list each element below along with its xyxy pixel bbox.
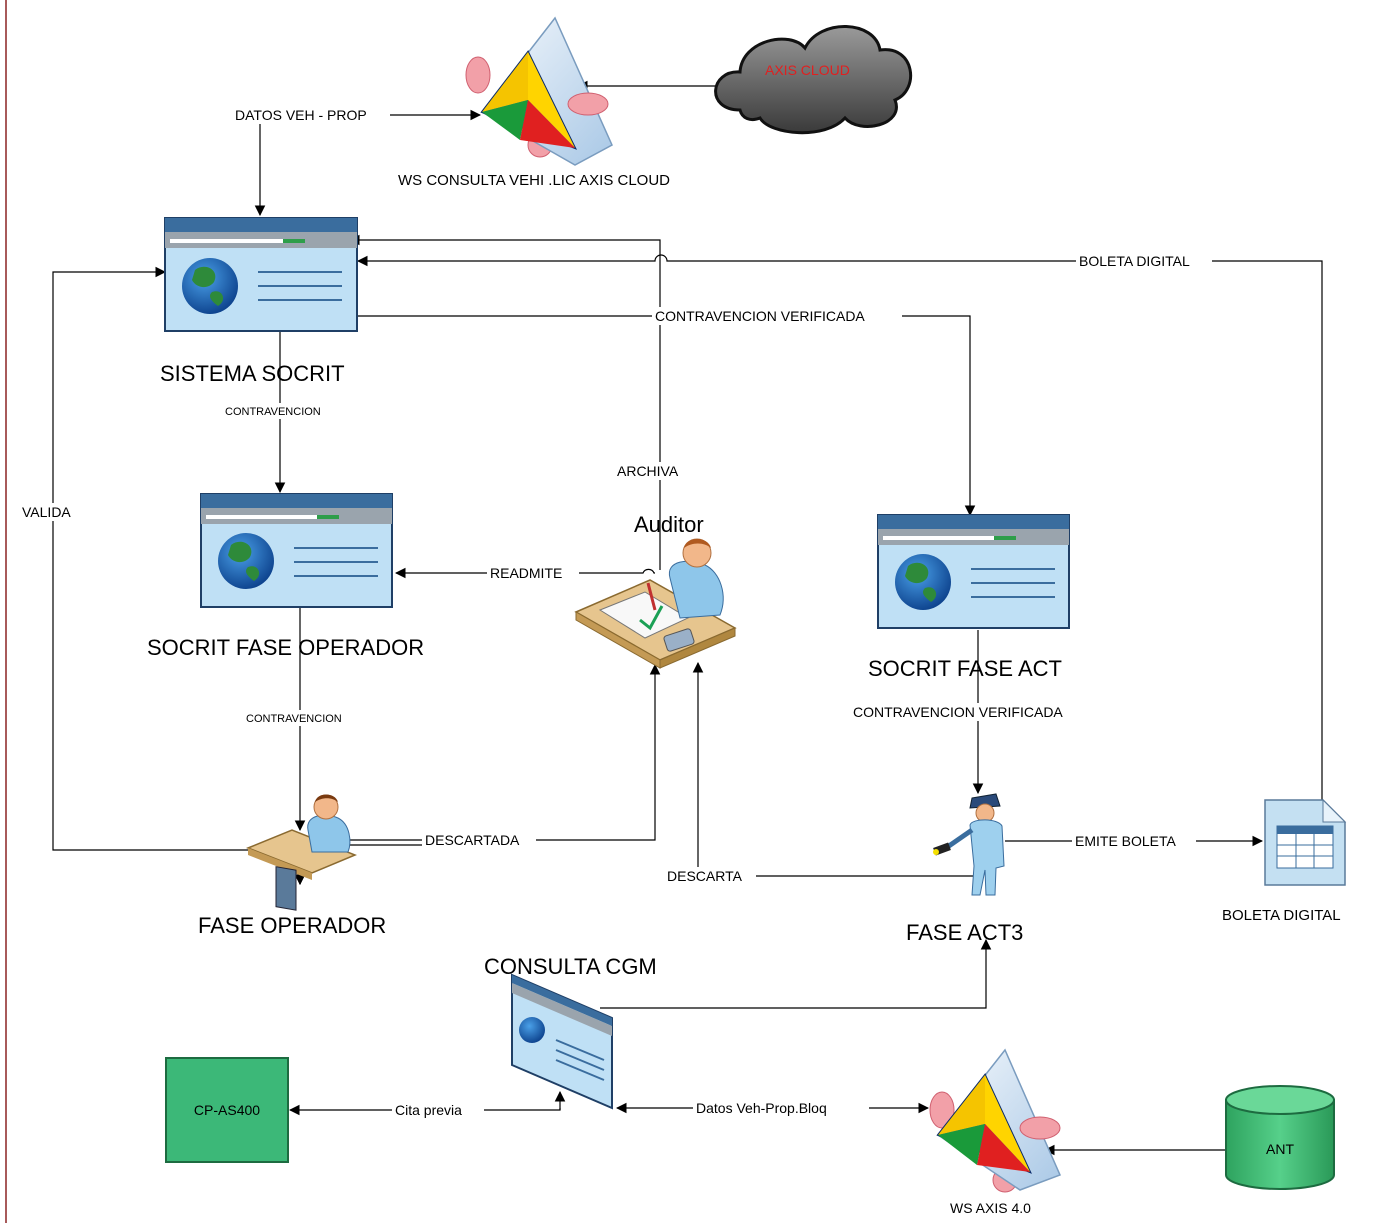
spreadsheet-document-icon (1264, 798, 1347, 886)
boleta-digital-label: BOLETA DIGITAL (1222, 907, 1341, 924)
socrit-fase-operador-node: SOCRIT FASE OPERADOR (147, 493, 424, 660)
edge-cgm-to-act3 (600, 938, 992, 1009)
application-window-icon (164, 217, 358, 332)
sistema-socrit-label: SISTEMA SOCRIT (160, 361, 345, 386)
label-readmite: READMITE (490, 565, 562, 581)
globe-icon (182, 258, 238, 314)
ant-node: ANT (1225, 1085, 1335, 1190)
socrit-fase-act-label: SOCRIT FASE ACT (868, 656, 1062, 681)
database-cylinder-icon (1225, 1085, 1335, 1190)
ws-axis-40-node: WS AXIS 4.0 (929, 1048, 1062, 1216)
application-window-icon (511, 973, 613, 1110)
socrit-fase-operador-label: SOCRIT FASE OPERADOR (147, 635, 424, 660)
fase-act3-node: FASE ACT3 (906, 793, 1023, 945)
globe-icon (895, 554, 951, 610)
police-officer-icon (933, 793, 1005, 896)
label-descarta: DESCARTA (667, 868, 743, 884)
label-contravencion-verificada-act: CONTRAVENCION VERIFICADA (853, 704, 1063, 720)
auditor-label: Auditor (634, 512, 704, 537)
label-contravencion-verificada: CONTRAVENCION VERIFICADA (655, 308, 865, 324)
auditor-desk-icon (574, 538, 737, 669)
socrit-fase-act-node: SOCRIT FASE ACT (868, 514, 1070, 681)
label-datos-veh-prop: DATOS VEH - PROP (235, 107, 367, 123)
edge-contravencion-verificada (358, 315, 976, 517)
operator-computer-icon (245, 794, 357, 911)
sistema-socrit-node: SISTEMA SOCRIT (160, 217, 358, 386)
ant-label: ANT (1266, 1141, 1294, 1157)
label-archiva: ARCHIVA (617, 463, 679, 479)
label-cita-previa: Cita previa (395, 1102, 462, 1118)
fase-operador-label: FASE OPERADOR (198, 913, 386, 938)
edge-valida (52, 266, 250, 851)
consulta-cgm-label: CONSULTA CGM (484, 954, 657, 979)
edge-archiva (348, 234, 661, 570)
edge-descartada (350, 663, 661, 841)
label-contravencion-2: CONTRAVENCION (246, 713, 342, 725)
cloud-icon (714, 25, 912, 135)
fase-operador-node: FASE OPERADOR (198, 794, 386, 938)
label-datos-veh-prop-bloq: Datos Veh-Prop.Bloq (696, 1100, 827, 1116)
application-window-icon (200, 493, 393, 608)
cp-as400-node: CP-AS400 (165, 1057, 289, 1163)
edge-boleta-to-socrit (356, 254, 1323, 800)
globe-icon (519, 1017, 545, 1043)
globe-icon (218, 533, 274, 589)
ws-axis-cloud-node: WS CONSULTA VEHI .LIC AXIS CLOUD (398, 16, 670, 189)
axis-cloud-label: AXIS CLOUD (765, 62, 850, 78)
label-contravencion-1: CONTRAVENCION (225, 406, 321, 418)
label-descartada: DESCARTADA (425, 832, 520, 848)
axis-cloud-node: AXIS CLOUD (714, 25, 912, 135)
ws-axis-40-label: WS AXIS 4.0 (950, 1200, 1031, 1216)
label-boleta-digital-edge: BOLETA DIGITAL (1079, 253, 1190, 269)
fase-act3-label: FASE ACT3 (906, 920, 1023, 945)
web-service-prism-icon (465, 16, 613, 166)
auditor-node: Auditor (574, 512, 737, 669)
cp-as400-label: CP-AS400 (194, 1102, 260, 1118)
edge-labels: DATOS VEH - PROP BOLETA DIGITAL CONTRAVE… (20, 106, 1212, 1119)
edge-readmite (394, 567, 655, 579)
cp-as400-box (165, 1057, 289, 1163)
edge-descarta (692, 661, 975, 877)
web-service-prism-icon (929, 1048, 1062, 1193)
boleta-digital-node: BOLETA DIGITAL (1222, 798, 1347, 924)
consulta-cgm-node: CONSULTA CGM (484, 954, 657, 1110)
application-window-icon (877, 514, 1070, 629)
label-emite-boleta: EMITE BOLETA (1075, 833, 1177, 849)
label-valida: VALIDA (22, 504, 71, 520)
ws-axis-cloud-label: WS CONSULTA VEHI .LIC AXIS CLOUD (398, 172, 670, 189)
